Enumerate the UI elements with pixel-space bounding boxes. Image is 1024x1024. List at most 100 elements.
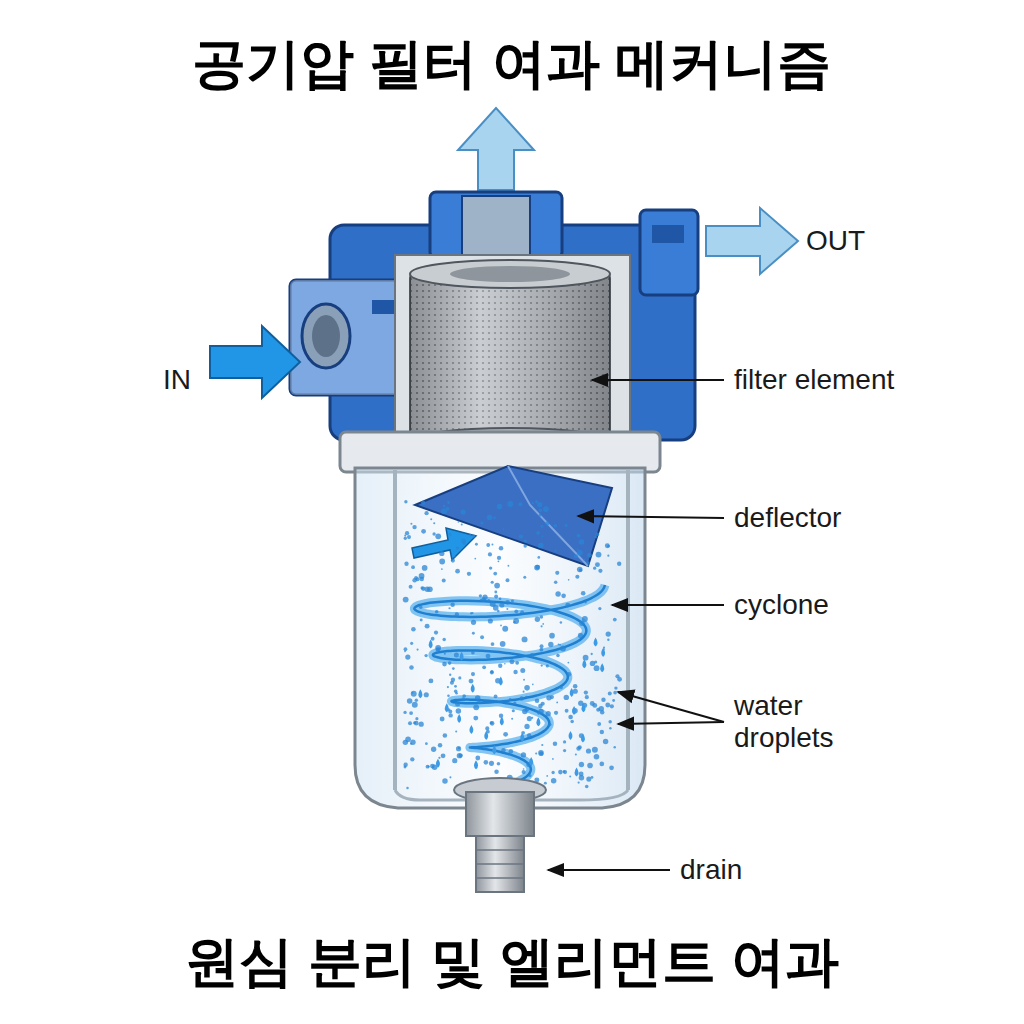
water-droplet	[610, 704, 614, 708]
water-droplet	[581, 733, 585, 742]
water-droplet	[504, 663, 506, 665]
water-droplet	[433, 522, 435, 524]
water-droplet	[430, 518, 432, 520]
water-droplet	[583, 559, 585, 561]
water-droplet	[558, 770, 563, 775]
water-droplet	[529, 757, 533, 766]
water-droplet	[471, 672, 475, 676]
water-droplet	[475, 756, 480, 761]
water-droplet	[594, 665, 600, 671]
water-droplet	[412, 525, 416, 529]
water-droplet	[491, 544, 493, 546]
water-droplet	[539, 751, 543, 755]
water-droplet	[587, 763, 593, 769]
water-droplet	[455, 569, 460, 574]
water-droplet	[458, 676, 461, 679]
water-droplet	[414, 576, 418, 580]
water-droplet	[594, 536, 597, 539]
water-droplet	[563, 770, 566, 773]
water-droplet	[455, 612, 459, 616]
water-droplet	[615, 674, 619, 678]
water-droplet	[538, 543, 544, 549]
water-droplet	[505, 600, 510, 605]
water-droplet	[559, 644, 561, 646]
water-droplet	[436, 759, 440, 768]
water-droplet	[554, 550, 556, 552]
water-droplet	[435, 610, 439, 614]
water-droplet	[565, 603, 570, 608]
water-droplet	[499, 603, 504, 608]
water-droplet	[590, 701, 595, 706]
water-droplet	[507, 501, 513, 507]
part-label: cyclone	[734, 589, 829, 621]
water-droplet	[447, 686, 449, 688]
water-droplet	[503, 528, 505, 530]
water-droplet	[576, 746, 581, 751]
water-droplet	[490, 670, 494, 674]
water-droplet	[499, 676, 503, 685]
water-droplet	[563, 749, 566, 752]
flow-arrow	[412, 528, 476, 560]
water-droplet	[563, 740, 566, 743]
water-droplet	[425, 742, 428, 745]
water-droplet	[424, 654, 427, 657]
water-droplet	[419, 573, 425, 579]
water-droplet	[443, 505, 446, 508]
water-droplet	[524, 540, 527, 543]
water-droplet	[542, 535, 544, 537]
water-droplet	[536, 717, 540, 726]
water-droplet	[541, 525, 544, 528]
water-droplet	[529, 774, 532, 777]
water-droplet	[511, 718, 513, 720]
water-droplet	[403, 711, 406, 714]
water-droplet	[454, 685, 457, 688]
water-droplet	[606, 631, 611, 636]
water-droplet	[455, 692, 458, 695]
water-droplet	[605, 543, 610, 548]
water-droplet	[489, 761, 494, 766]
water-droplet	[598, 607, 601, 610]
water-droplet	[409, 585, 413, 589]
water-droplet	[410, 757, 414, 761]
water-droplet	[442, 579, 446, 583]
water-droplet	[535, 500, 538, 503]
water-droplet	[454, 556, 456, 558]
water-droplet	[442, 638, 446, 642]
water-droplet	[538, 709, 543, 714]
water-droplet	[608, 691, 612, 695]
water-droplet	[544, 782, 547, 785]
water-droplet	[409, 711, 413, 715]
water-droplet	[470, 612, 472, 614]
water-droplet	[441, 568, 443, 570]
water-droplet	[605, 703, 610, 708]
water-droplet	[585, 695, 589, 699]
water-droplet	[520, 696, 524, 700]
water-droplet	[521, 752, 526, 757]
water-droplet	[591, 653, 593, 655]
water-droplet	[564, 695, 569, 700]
water-droplet	[574, 554, 578, 558]
water-droplet	[617, 562, 621, 566]
water-droplet	[540, 644, 544, 648]
water-droplet	[477, 700, 480, 703]
water-droplet	[445, 703, 449, 712]
water-droplet	[515, 661, 519, 665]
water-droplet	[554, 711, 558, 715]
water-droplet	[451, 559, 455, 563]
water-droplet	[440, 717, 445, 722]
water-droplet	[595, 532, 599, 536]
water-droplet	[603, 739, 608, 744]
water-droplet	[582, 659, 586, 668]
water-droplet	[461, 697, 465, 701]
water-droplet	[536, 531, 540, 535]
water-droplet	[520, 668, 525, 673]
part-label: OUT	[806, 225, 865, 257]
water-droplet	[420, 618, 423, 621]
water-droplet	[498, 560, 500, 562]
water-droplet	[406, 787, 409, 790]
water-droplet	[514, 609, 518, 613]
water-droplet	[541, 625, 543, 627]
water-droplet	[442, 778, 447, 783]
water-droplet	[488, 618, 493, 623]
water-droplet	[553, 742, 558, 747]
